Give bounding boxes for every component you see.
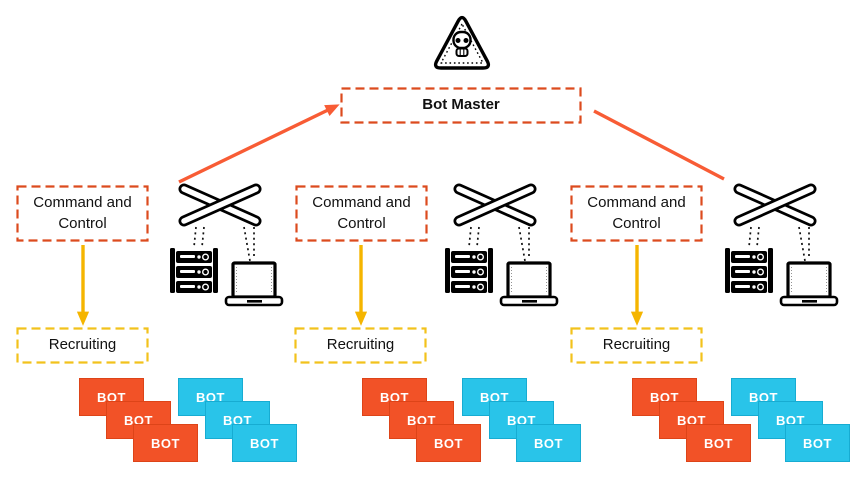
server-rack-icon (725, 248, 773, 293)
arrow-switch3-to-botmaster (593, 109, 725, 181)
bot-card: BOT (516, 424, 581, 462)
recruiting-box-2: Recruiting (294, 327, 427, 364)
bot-card: BOT (686, 424, 751, 462)
recruiting-label: Recruiting (326, 336, 395, 354)
command-control-box-1: Command and Control (16, 185, 149, 242)
network-switch-icon (733, 183, 817, 227)
laptop-icon (779, 261, 839, 307)
bot-card: BOT (785, 424, 850, 462)
command-control-label: Command and Control (312, 194, 411, 232)
skull-icon (452, 30, 472, 57)
network-switch-icon (453, 183, 537, 227)
laptop-icon (224, 261, 284, 307)
command-control-label: Command and Control (587, 194, 686, 232)
network-switch-icon (178, 183, 262, 227)
bot-master-box: Bot Master (340, 87, 582, 124)
recruiting-label: Recruiting (48, 336, 117, 354)
server-rack-icon (170, 248, 218, 293)
network-group-1 (170, 183, 284, 307)
recruiting-box-1: Recruiting (16, 327, 149, 364)
recruiting-label: Recruiting (602, 336, 671, 354)
command-control-box-3: Command and Control (570, 185, 703, 242)
command-control-label: Command and Control (33, 194, 132, 232)
bot-master-label: Bot Master (422, 96, 500, 114)
network-group-2 (445, 183, 559, 307)
command-control-box-2: Command and Control (295, 185, 428, 242)
arrow-switch1-to-botmaster (178, 104, 340, 184)
server-rack-icon (445, 248, 493, 293)
laptop-icon (499, 261, 559, 307)
bot-card: BOT (232, 424, 297, 462)
bot-card: BOT (133, 424, 198, 462)
dotted-links (748, 226, 810, 262)
bot-card: BOT (416, 424, 481, 462)
skull-warning-icon (426, 6, 498, 76)
network-group-3 (725, 183, 839, 307)
recruiting-box-3: Recruiting (570, 327, 703, 364)
dotted-links (193, 226, 255, 262)
dotted-links (468, 226, 530, 262)
